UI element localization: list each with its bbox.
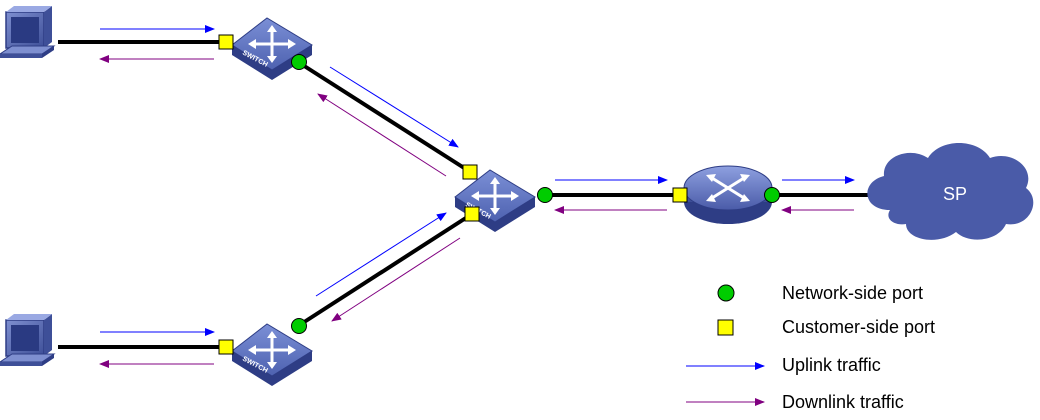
- switch-icon-bottom: SWITCH: [230, 322, 314, 388]
- legend-downlink-label: Downlink traffic: [782, 392, 904, 412]
- switch-icon-top: SWITCH: [230, 16, 314, 82]
- network-port: [537, 187, 553, 203]
- legend-network-port-swatch: [717, 284, 735, 302]
- computer-icon-bottom: [0, 313, 55, 367]
- customer-port: [462, 164, 478, 180]
- router-icon: [683, 165, 773, 224]
- uplink-arrow: [315, 212, 447, 297]
- legend-network-port-label: Network-side port: [782, 283, 923, 303]
- legend-customer-port-label: Customer-side port: [782, 317, 935, 337]
- downlink-arrow: [317, 93, 447, 177]
- cloud-label: SP: [943, 184, 967, 204]
- traffic-arrows: [99, 25, 855, 368]
- link-switch3-switch2: [296, 212, 474, 328]
- downlink-arrow: [331, 237, 461, 322]
- network-port: [764, 187, 780, 203]
- legend-uplink-label: Uplink traffic: [782, 355, 881, 375]
- customer-port: [218, 339, 234, 355]
- legend: Network-side port Customer-side port Upl…: [686, 283, 935, 412]
- customer-port: [672, 187, 688, 203]
- network-port: [291, 54, 307, 70]
- link-switch1-switch2: [296, 60, 474, 175]
- customer-port: [218, 34, 234, 50]
- uplink-arrow: [329, 66, 459, 148]
- network-port: [291, 318, 307, 334]
- links: [58, 40, 875, 349]
- customer-port: [464, 206, 480, 222]
- sp-cloud: SP: [867, 143, 1034, 240]
- computer-icon-top: [0, 5, 55, 59]
- legend-customer-port-swatch: [717, 319, 734, 336]
- ports: [218, 34, 780, 355]
